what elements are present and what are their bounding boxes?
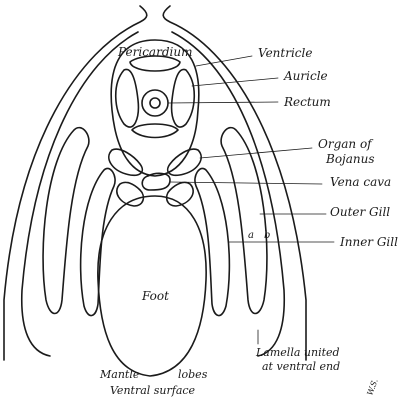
label-outer-gill: Outer Gill <box>330 205 390 219</box>
organ-of-bojanus-left <box>109 149 142 175</box>
artist-signature: W.S. <box>365 378 379 397</box>
label-mantle: Mantle <box>99 368 140 381</box>
label-ventricle: Ventricle <box>258 46 312 60</box>
auricle-left <box>116 69 139 127</box>
label-rectum: Rectum <box>283 95 331 109</box>
label-organ-of-bojanus-line2: Bojanus <box>325 152 375 166</box>
label-marker-a: a <box>248 230 254 241</box>
label-foot: Foot <box>141 289 169 303</box>
label-auricle: Auricle <box>283 69 328 83</box>
label-marker-b: b <box>264 230 270 241</box>
leader-organ-of-bojanus <box>200 148 312 158</box>
label-lamella-line1: Lamella united <box>255 346 340 359</box>
label-lamella-line2: at ventral end <box>262 360 340 373</box>
rectum <box>142 90 168 116</box>
label-pericardium: Pericardium <box>117 45 192 59</box>
inner-gill-right <box>195 168 229 315</box>
leader-vena-cava <box>170 182 322 184</box>
label-inner-gill: Inner Gill <box>339 235 398 249</box>
label-ventral-surface: Ventral surface <box>110 384 196 397</box>
inner-gill-left <box>81 168 115 315</box>
foot <box>98 196 206 376</box>
label-lobes: lobes <box>178 368 208 381</box>
ventricle-lower <box>132 124 178 138</box>
auricle-right <box>172 69 195 127</box>
label-vena-cava: Vena cava <box>330 175 391 189</box>
rectum-lumen <box>150 98 160 108</box>
mantle-lobe-right <box>172 32 284 356</box>
organ-of-bojanus-right <box>168 149 201 175</box>
leader-rectum <box>168 102 278 103</box>
label-organ-of-bojanus-line1: Organ of <box>318 137 374 151</box>
mantle-lobe-left <box>22 32 138 356</box>
